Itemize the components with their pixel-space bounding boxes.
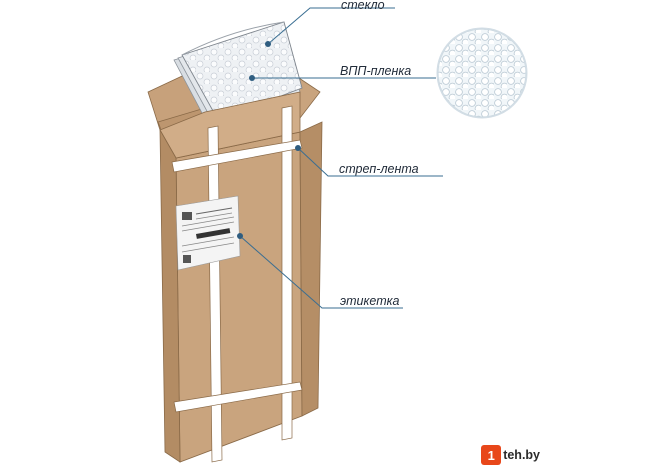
- callout-line-strap-tape: [297, 147, 443, 177]
- watermark-text: teh.by: [503, 448, 540, 462]
- bubble-film-zoom: [436, 27, 528, 119]
- watermark: 1 teh.by: [481, 445, 540, 465]
- callout-label-strap-tape: стреп-лента: [339, 162, 419, 176]
- box-label-sticker: [175, 195, 241, 271]
- callout-dot-strap-tape: [295, 145, 301, 151]
- callout-label-glass: стекло: [341, 0, 385, 12]
- callout-label-label: этикетка: [340, 294, 400, 308]
- callout-label-bubble-film: ВПП-пленка: [340, 64, 412, 78]
- callout-lines: [239, 7, 443, 309]
- callout-dot-glass: [265, 41, 271, 47]
- callout-dot-bubble-film: [249, 75, 255, 81]
- callout-line-label: [239, 235, 403, 309]
- callout-dots: [237, 41, 301, 239]
- watermark-badge: 1: [481, 445, 502, 465]
- callout-dot-label: [237, 233, 243, 239]
- callout-line-glass: [267, 7, 395, 45]
